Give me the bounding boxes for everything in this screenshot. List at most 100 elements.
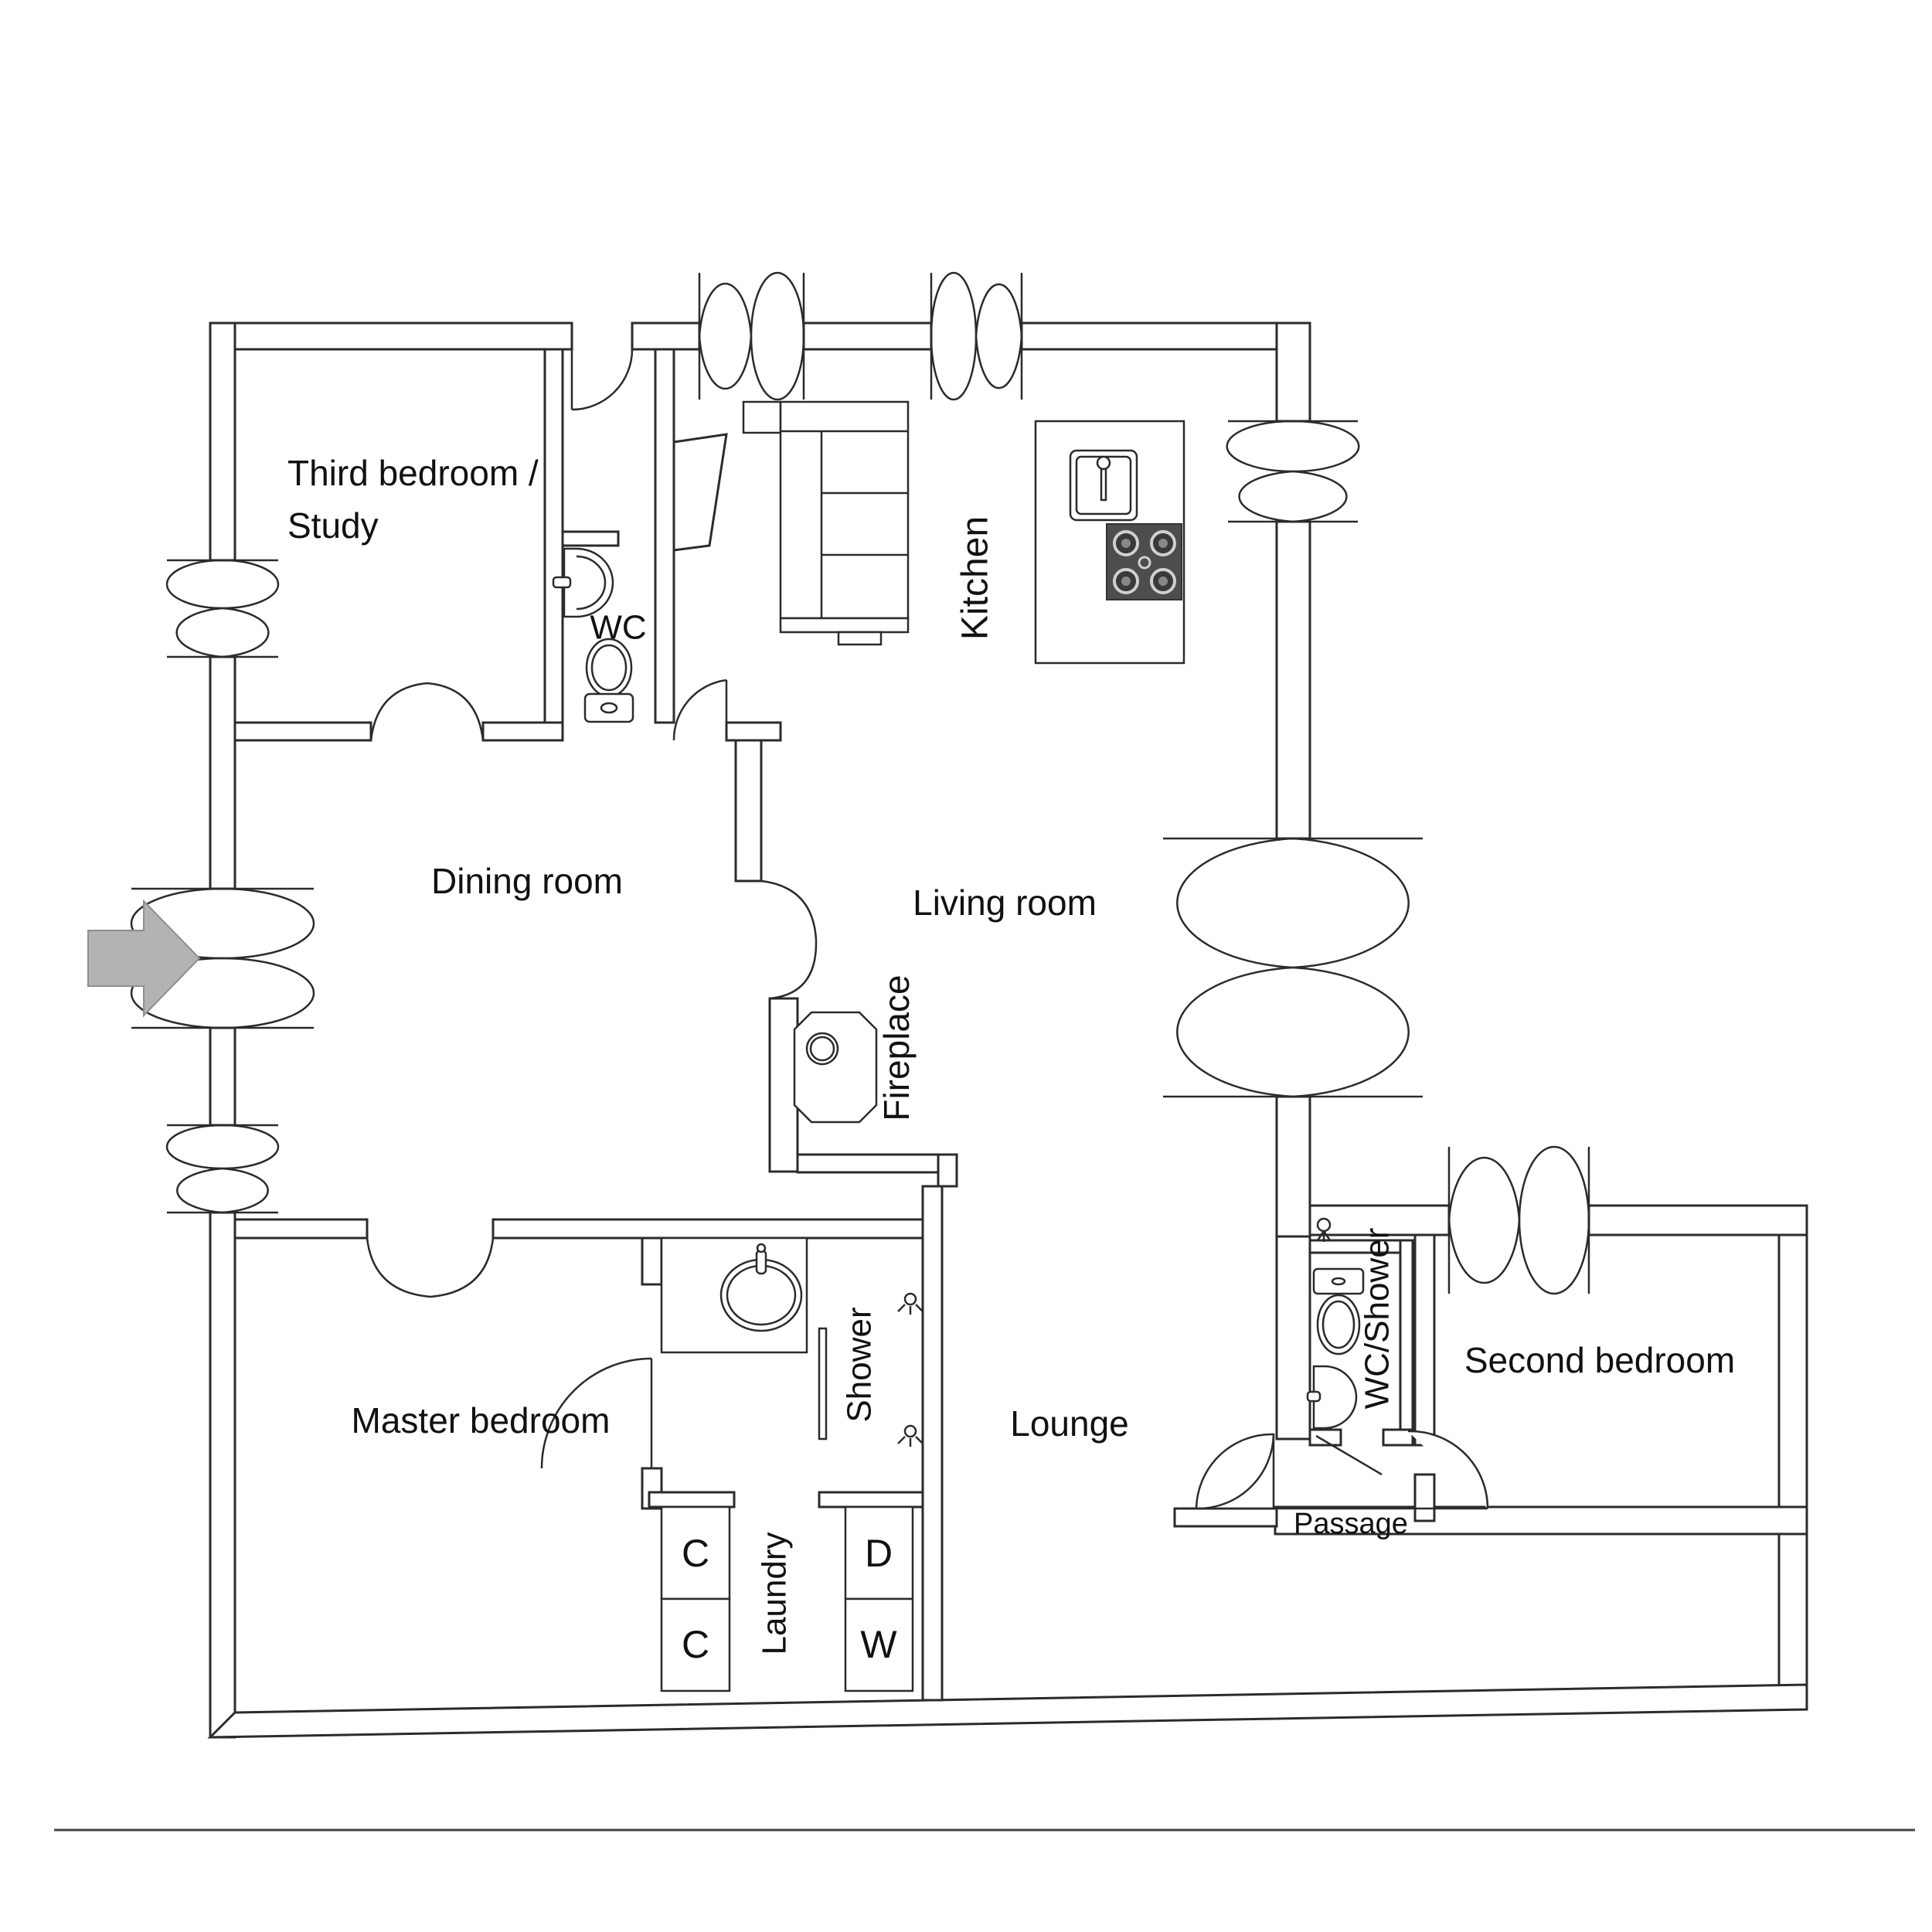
wall-lounge-left [921, 1185, 944, 1702]
room-label-shower: Shower [841, 1307, 879, 1422]
wall-wingbath-bottom [1308, 1428, 1342, 1447]
wingbath-shower-icon [1316, 1217, 1332, 1242]
wall-master-right [641, 1236, 663, 1286]
wall-laundry-top [818, 1491, 924, 1509]
wall-master-top [492, 1218, 924, 1240]
door-dining-living-double [760, 879, 818, 1000]
wall-left [209, 1211, 236, 1739]
wall-wc-right [654, 348, 675, 724]
room-label-kitchen: Kitchen [955, 516, 996, 640]
room-label-wc-shower: WC/Shower [1359, 1228, 1396, 1410]
labels: Third bedroom / Study WC Kitchen Dining … [287, 453, 1735, 1666]
wall-laundry-top [648, 1491, 736, 1509]
room-label-master-bedroom: Master bedroom [352, 1400, 611, 1440]
wall-dining-living-upper [734, 739, 763, 883]
wall-wing-right [1777, 1233, 1808, 1688]
room-label-lounge: Lounge [1010, 1403, 1129, 1444]
room-label-second-bedroom: Second bedroom [1464, 1340, 1735, 1380]
label-closet-bottom: C [682, 1623, 709, 1666]
wall-passage-left [1275, 1235, 1311, 1440]
ensuite-basin-icon [660, 1236, 808, 1354]
wall-bedroom2-left [1413, 1473, 1436, 1522]
wall-wc-lobby-divider [561, 530, 620, 547]
wall-dining-living-lower [768, 997, 799, 1173]
shower-faucet-icon [897, 1292, 923, 1315]
interior-walls [233, 348, 1436, 1702]
exterior-walls [207, 321, 1808, 1739]
window-bedroom3 [165, 559, 280, 658]
wall-top [802, 321, 933, 351]
window-top-2 [930, 271, 1023, 401]
wall-living-lounge-stub [796, 1153, 958, 1174]
wall-wing-top [1308, 1204, 1451, 1236]
wall-right-upper [1275, 520, 1311, 840]
door-back [570, 349, 634, 411]
wall-bedroom3-bottom [233, 721, 372, 742]
wall-top [1020, 321, 1311, 351]
door-wingbath-leaf [1315, 1434, 1383, 1476]
wall-stub-endcap [937, 1153, 958, 1188]
wall-top [209, 321, 573, 351]
shower-faucet-icon [897, 1424, 923, 1447]
wall-wing-bottom [1274, 1505, 1808, 1536]
closet-box [660, 1505, 731, 1600]
wall-bottom [207, 1683, 1808, 1739]
door-ensuite [540, 1357, 653, 1469]
wingbath-sink-icon [1306, 1365, 1358, 1430]
washer-box [844, 1597, 914, 1692]
label-washer: W [860, 1623, 897, 1666]
dryer-box [844, 1505, 914, 1600]
fireplace-icon [793, 1011, 878, 1124]
room-label-fireplace: Fireplace [876, 975, 917, 1121]
kitchen-sink-icon [1069, 449, 1138, 522]
room-label-wc: WC [590, 609, 646, 647]
wall-bedroom3-bottom [481, 721, 564, 742]
windows [130, 271, 1590, 1295]
kitchen-counter [742, 400, 910, 646]
wall-wingbath-bottom [1382, 1428, 1414, 1447]
wall-right-upper [1275, 321, 1311, 423]
room-label-third-bedroom-line1: Third bedroom / [287, 453, 539, 493]
wall-kitchen-south [725, 721, 782, 742]
wall-left [209, 1026, 236, 1127]
wall-left [209, 321, 236, 562]
entry-arrow [87, 899, 201, 1018]
window-dining [165, 1124, 280, 1214]
room-label-passage: Passage [1294, 1508, 1408, 1540]
wc-toilet-icon [583, 638, 634, 723]
shower-partition [818, 1327, 828, 1440]
kitchen-island [1034, 420, 1185, 665]
window-top-1 [698, 271, 805, 401]
label-dryer: D [865, 1532, 893, 1575]
room-label-living: Living room [913, 883, 1097, 923]
wc-sink-icon [552, 547, 614, 618]
door-dining-kitchen [672, 679, 728, 741]
passage-door-fans [1195, 1430, 1489, 1510]
door-bedroom3-double [369, 682, 485, 741]
wall-master-top [233, 1218, 369, 1240]
wall-wingbath-right [1399, 1239, 1414, 1447]
wall-bedroom2-left [1413, 1233, 1436, 1447]
room-label-third-bedroom-line2: Study [287, 505, 379, 546]
door-master-double [366, 1237, 495, 1298]
window-living-large [1163, 837, 1423, 1098]
wall-bedroom3-right [543, 348, 564, 742]
wall-flue [672, 433, 728, 552]
window-kitchen [1226, 420, 1360, 523]
cooktop-icon [1106, 523, 1182, 600]
wall-passage-south-stub [1173, 1507, 1278, 1528]
wall-top [631, 321, 701, 351]
wall-wing-top [1587, 1204, 1808, 1236]
window-bedroom2 [1447, 1145, 1590, 1295]
wall-left [209, 655, 236, 890]
laundry-closets [660, 1505, 914, 1692]
closet-box [660, 1597, 731, 1692]
fixtures [552, 400, 1365, 1692]
room-label-dining: Dining room [431, 861, 623, 901]
wingbath-toilet-icon [1312, 1267, 1365, 1355]
room-label-laundry: Laundry [756, 1532, 794, 1655]
label-closet-top: C [682, 1532, 709, 1575]
wall-right-upper [1275, 1095, 1311, 1238]
